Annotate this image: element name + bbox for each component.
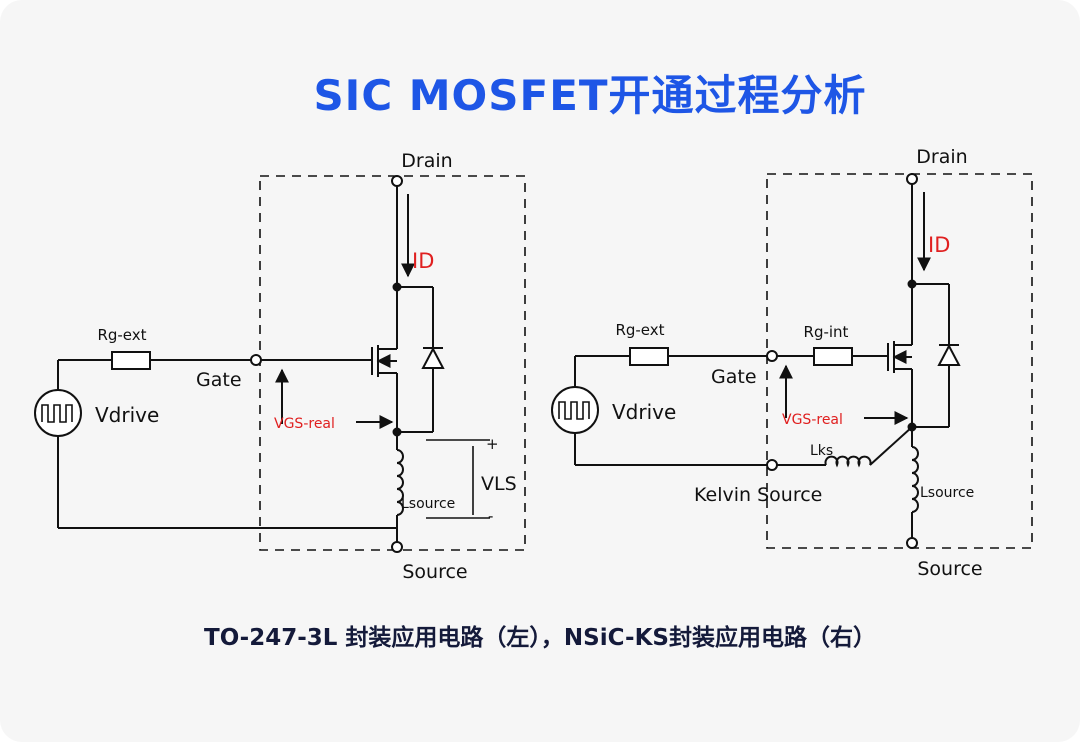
right-source-label: Source — [917, 558, 982, 580]
left-rg-ext-label: Rg-ext — [97, 326, 146, 344]
right-body-diode — [937, 343, 961, 366]
right-source-terminal — [906, 537, 918, 549]
right-gate-terminal — [766, 350, 778, 362]
left-gate-terminal — [250, 354, 262, 366]
left-body-diode — [421, 346, 445, 369]
right-package-outline — [766, 173, 1033, 549]
right-rg-int-label: Rg-int — [804, 323, 849, 341]
left-vls-label: VLS — [481, 473, 517, 495]
left-id-label: ID — [412, 249, 434, 273]
left-source-label: Source — [402, 561, 467, 583]
left-circuit — [34, 175, 526, 553]
right-lks-label: Lks — [810, 443, 833, 459]
left-gate-label: Gate — [196, 369, 242, 391]
right-gate-label: Gate — [711, 366, 757, 388]
left-lsource-inductor — [396, 449, 404, 516]
right-rg-int-resistor — [813, 347, 853, 366]
right-vgs-real-label: VGS-real — [782, 412, 843, 428]
left-drain-label: Drain — [401, 150, 452, 172]
left-source-terminal — [391, 541, 403, 553]
left-minus-label: - — [488, 507, 493, 525]
right-lsource-inductor — [911, 446, 919, 513]
left-drain-terminal — [391, 175, 403, 187]
left-vdrive-label: Vdrive — [95, 403, 159, 427]
figure-caption: TO-247-3L 封装应用电路（左），NSiC-KS封装应用电路（右） — [204, 625, 876, 651]
right-circuit — [551, 173, 1033, 549]
left-vgs-real-label: VGS-real — [274, 416, 335, 432]
right-drain-terminal — [906, 173, 918, 185]
page-title: SIC MOSFET开通过程分析 — [313, 71, 867, 120]
right-id-label: ID — [928, 233, 950, 257]
left-mosfet-symbol — [371, 287, 398, 432]
right-drain-label: Drain — [916, 146, 967, 168]
right-vdrive-label: Vdrive — [612, 400, 676, 424]
right-lsource-label: Lsource — [920, 485, 974, 501]
left-rg-ext-resistor — [111, 351, 151, 370]
right-kelvin-source-terminal — [766, 459, 778, 471]
right-lks-inductor — [824, 455, 872, 468]
left-lsource-label: Lsource — [401, 496, 455, 512]
right-kelvin-source-label: Kelvin Source — [694, 484, 822, 506]
right-rg-ext-resistor — [629, 347, 669, 366]
right-rg-ext-label: Rg-ext — [615, 321, 664, 339]
right-mosfet-symbol — [887, 284, 913, 427]
left-plus-label: + — [486, 435, 499, 453]
